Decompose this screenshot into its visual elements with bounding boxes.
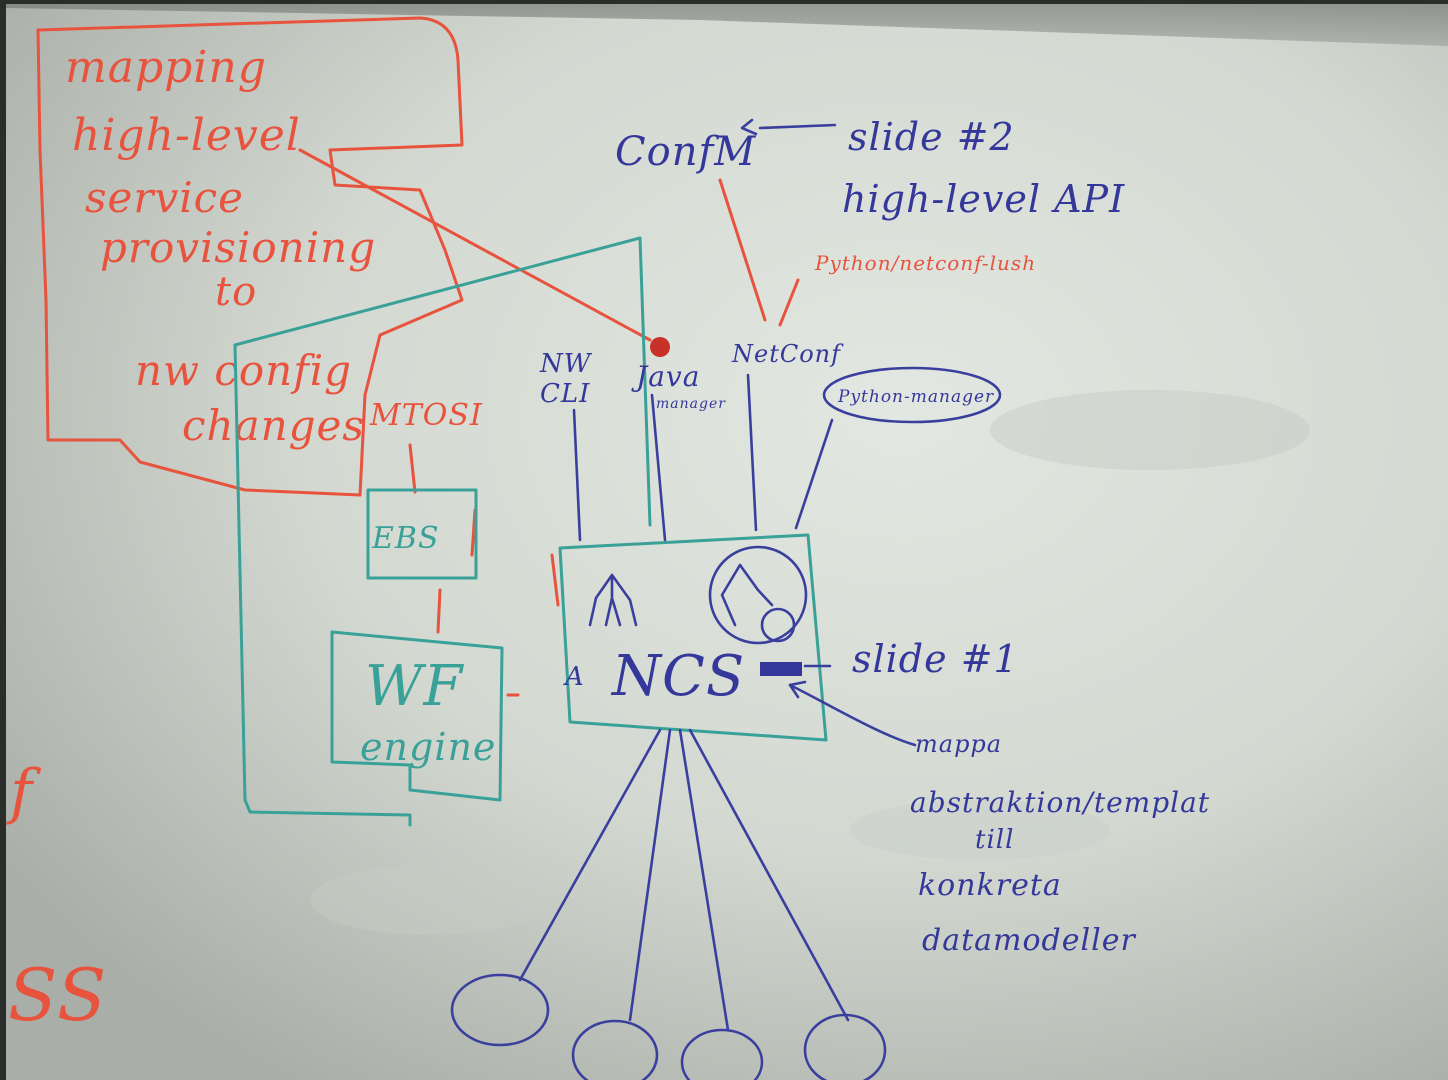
mapping-line-4: konkreta: [918, 868, 1062, 903]
red-note-line-5: to: [215, 269, 257, 315]
smudge: [850, 800, 1110, 860]
teal-outer-frame: [233, 236, 652, 827]
java-label: Java: [631, 360, 700, 393]
line-ncs-device-1: [518, 728, 662, 982]
slide-1-label: slide #1: [852, 637, 1019, 681]
mapping-line-1: mappa: [915, 730, 1002, 758]
python-netconf-label: Python/netconf-lush: [814, 251, 1036, 275]
red-note-line-7: changes: [182, 401, 365, 450]
red-marker-dot: [650, 337, 670, 357]
red-note-outline: [36, 16, 464, 497]
red-note-line-1: mapping: [65, 42, 267, 93]
wf-label: WF: [365, 654, 465, 719]
subtree-circle: [760, 607, 796, 643]
line-netconf-ncs: [746, 373, 758, 532]
smudge: [310, 865, 550, 935]
confm-label: ConfM: [615, 129, 756, 175]
java-manager-label: manager: [656, 396, 726, 412]
ncs-box: [558, 533, 828, 742]
ncs-marker-block: [760, 662, 802, 676]
engine-label: engine: [360, 725, 496, 769]
mtosi-label: MTOSI: [369, 398, 483, 433]
line-ncs-device-2: [628, 728, 672, 1022]
mapping-line-2: abstraktion/templat: [910, 786, 1210, 819]
tree-circle: [708, 545, 808, 645]
python-manager-label: Python-manager: [837, 387, 994, 407]
arrowhead-mapping: [788, 680, 807, 699]
red-tick-ncs: [550, 553, 560, 607]
red-arrow-to-java: [298, 148, 652, 342]
mapping-line-3: till: [975, 825, 1014, 855]
tree-icon-right: [720, 563, 774, 627]
network-device-1: [450, 973, 550, 1047]
network-device-2: [571, 1019, 659, 1080]
tree-icon-left: [588, 573, 638, 627]
ebs-label: EBS: [371, 521, 440, 556]
mapping-line-5: datamodeller: [922, 923, 1136, 958]
ncs-label: NCS: [610, 644, 745, 709]
red-note-line-2: high-level: [72, 110, 301, 161]
red-line-ebs-wf: [436, 588, 442, 634]
left-edge-ss: SS: [8, 953, 107, 1037]
board-top-frame: [6, 4, 1448, 46]
network-device-4: [803, 1013, 887, 1080]
red-note-line-3: service: [85, 173, 244, 222]
red-line-mtosi-ebs: [408, 443, 417, 494]
python-manager-bubble: [822, 366, 1002, 424]
whiteboard-surface: [6, 4, 1448, 1080]
slide-2-label: slide #2: [848, 115, 1015, 159]
arrow-mapping-ncs: [788, 683, 917, 747]
red-note-line-4: provisioning: [100, 223, 376, 272]
line-ncs-device-4: [688, 728, 850, 1022]
arrowhead-confm: [740, 118, 758, 136]
line-java-ncs: [650, 393, 667, 542]
high-level-api-label: high-level API: [842, 177, 1125, 221]
line-cli-ncs: [572, 408, 582, 542]
red-note-line-6: nw config: [135, 346, 352, 395]
red-arrow-python-netconf: [778, 278, 800, 327]
nw-label: NW: [539, 349, 593, 379]
ncs-small-a: A: [563, 662, 585, 692]
smudge: [990, 390, 1310, 470]
cli-label: CLI: [540, 379, 590, 409]
arrow-slide2-confm: [758, 123, 837, 130]
network-device-3: [680, 1028, 764, 1080]
wf-engine-box: [330, 630, 504, 802]
red-arrow-confm-netconf: [718, 178, 767, 322]
line-ncs-device-3: [678, 728, 730, 1032]
line-python-ncs: [794, 418, 834, 530]
ebs-box: [366, 488, 478, 580]
netconf-label: NetConf: [731, 340, 844, 368]
